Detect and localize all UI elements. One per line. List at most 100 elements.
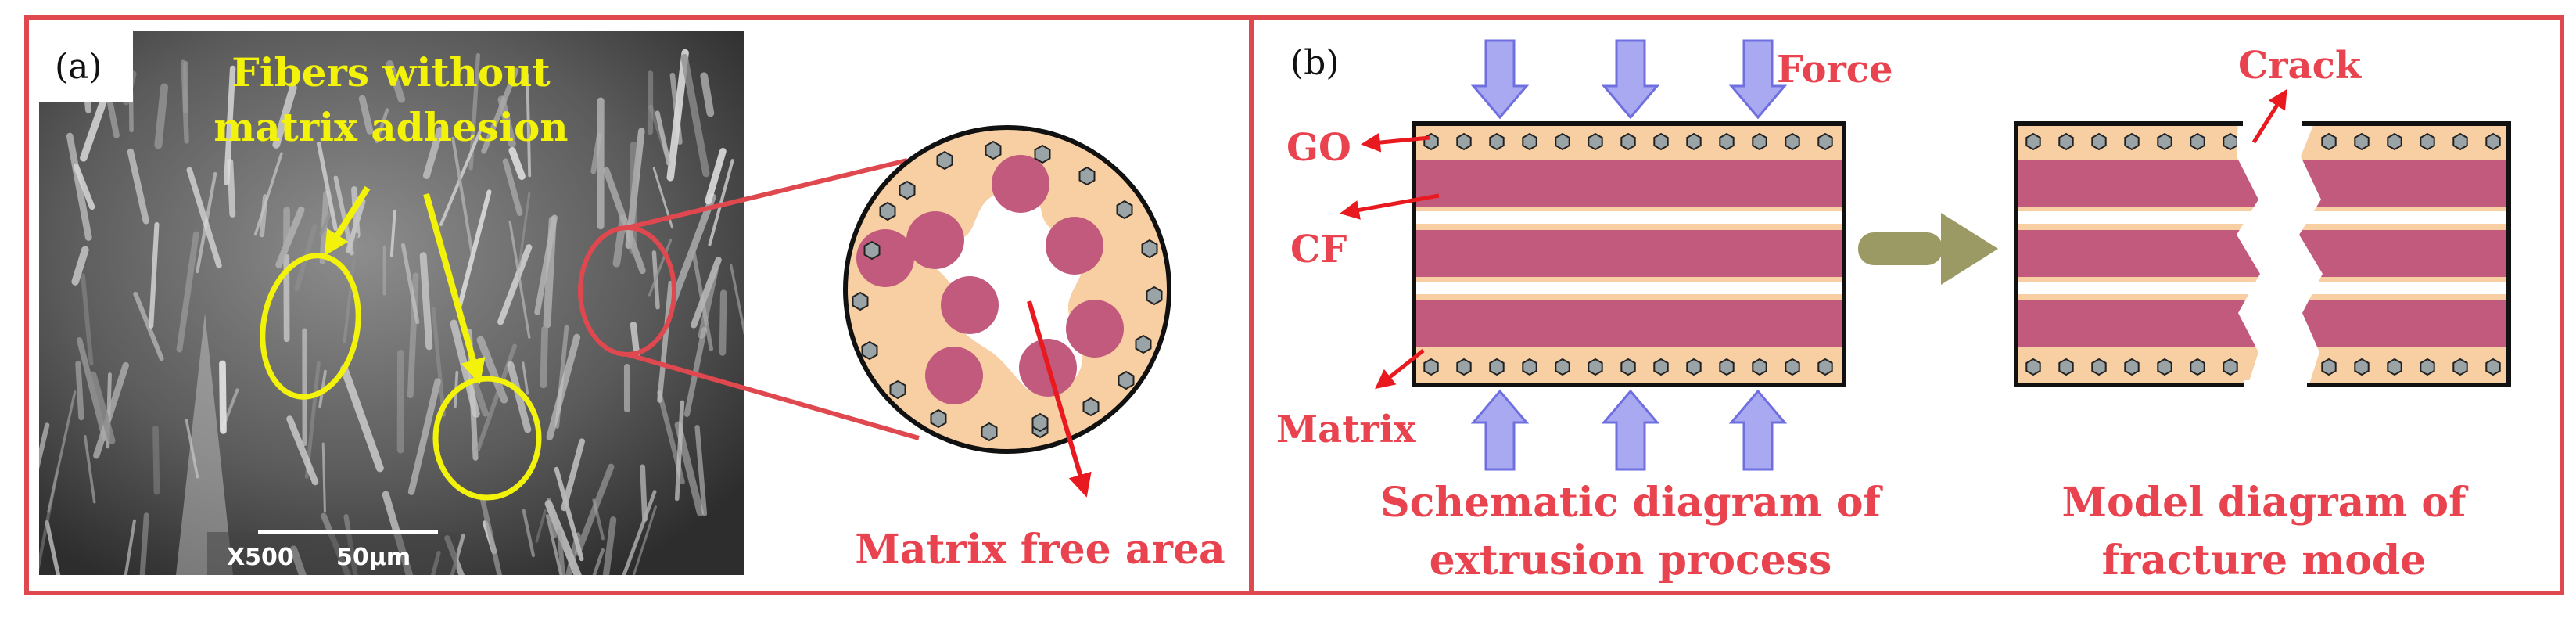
panel-a-label-box (39, 31, 133, 102)
cross-section-fiber (941, 276, 999, 334)
sem-fiber-streak (708, 159, 734, 246)
sem-fiber-streak (705, 148, 727, 205)
sem-fiber-streak (603, 167, 646, 275)
go-particle (2321, 358, 2337, 376)
sem-fiber-streak (407, 378, 441, 495)
go-particle (1034, 144, 1051, 164)
sem-fiber-streak (149, 221, 160, 329)
go-particle (2124, 358, 2140, 376)
sem-fiber-streak (333, 175, 354, 256)
sem-fiber-streak (219, 360, 227, 434)
sem-fiber-streak (400, 243, 420, 325)
fiber-layer (1414, 300, 1844, 347)
go-particle (1588, 358, 1603, 376)
process-arrow (1858, 213, 1998, 285)
sem-micrograph (39, 31, 744, 575)
go-particle (1082, 397, 1100, 417)
scale-magnification: X500 (227, 544, 294, 571)
sem-fiber-streak (139, 512, 149, 575)
highlight-ellipse-right (432, 376, 542, 501)
sem-fiber-streak (640, 464, 648, 522)
sem-fiber-streak (574, 463, 615, 556)
go-particle (2452, 358, 2468, 376)
sem-fiber-streak (71, 246, 89, 286)
zoom-line-top (626, 158, 908, 230)
sem-fiber-streak (75, 361, 84, 421)
go-particle (2354, 358, 2370, 376)
go-particle (1456, 132, 1472, 151)
fractured-composite (2014, 117, 2511, 391)
sem-fiber-streak (526, 73, 532, 178)
go-particle (2387, 132, 2402, 151)
sem-fiber-streak (508, 220, 531, 339)
crack-label: Crack (2238, 44, 2363, 88)
sem-fiber-streak (502, 158, 523, 216)
go-particle (1456, 358, 1472, 376)
crack-gap (2237, 117, 2323, 391)
matrix-free-area-arrow (1027, 300, 1092, 498)
go-particle (1817, 358, 1833, 376)
go-particle (1686, 358, 1702, 376)
sem-fiber-streak (185, 419, 199, 479)
sem-fiber-streak (152, 425, 160, 495)
sem-fiber-streak (655, 110, 672, 166)
caption-left-line-2: extrusion process (1430, 537, 1832, 584)
go-particle (1141, 239, 1158, 259)
sem-fiber-streak (80, 93, 109, 162)
go-particle (2420, 132, 2435, 151)
cross-section-diagram (843, 125, 1171, 454)
annotation-arrow-right (423, 192, 486, 385)
sem-fiber-streak (358, 95, 374, 135)
go-particle (2157, 358, 2172, 376)
go-particle (2124, 132, 2140, 151)
zoom-line-bottom (626, 352, 920, 440)
go-particle (2485, 358, 2501, 376)
sem-fiber-streak (565, 532, 581, 575)
sem-fiber-streak (522, 361, 529, 395)
go-particle (2420, 358, 2435, 376)
sem-fiber-streak (518, 192, 531, 268)
sem-fiber-streak (124, 519, 136, 575)
highlight-ellipse-left (260, 253, 361, 400)
cf-pointer (1340, 193, 1440, 220)
sem-fiber-streak (590, 132, 602, 174)
go-particle (981, 422, 998, 442)
sem-fiber-streak (451, 136, 474, 255)
sem-fiber-streak (669, 193, 716, 307)
caption-right-line-2: fracture mode (2102, 537, 2427, 584)
sem-fiber-streak (89, 371, 116, 444)
sem-fiber-streak (698, 268, 719, 340)
cross-section-outline (843, 125, 1171, 454)
sem-highlight (176, 313, 233, 575)
go-particle (2485, 132, 2501, 151)
go-particle (1555, 132, 1570, 151)
sem-fiber-streak (343, 232, 359, 343)
sem-fiber-streak (534, 214, 558, 315)
go-particle (2354, 132, 2370, 151)
caption-right-line-1: Model diagram of (2062, 479, 2470, 527)
force-arrow-up (1470, 389, 1530, 471)
scale-length: 50µm (336, 544, 411, 571)
sem-fiber-streak (479, 494, 503, 575)
sem-fiber-streak (319, 207, 334, 236)
crack-pointer (2251, 88, 2287, 144)
cross-section-fiber (1046, 217, 1103, 275)
go-particle (2223, 358, 2238, 376)
go-particle (2091, 358, 2107, 376)
sem-fiber-streak (431, 306, 446, 417)
annotation-arrow-left (324, 185, 371, 257)
go-particle (1752, 132, 1767, 151)
sem-fiber-streak (39, 422, 50, 469)
force-arrow-down (1728, 39, 1788, 120)
go-particle (1489, 132, 1505, 151)
sem-fiber-streak (592, 548, 605, 575)
sem-fiber-streak (272, 84, 297, 149)
sem-fiber-streak (729, 264, 744, 340)
sem-fiber-streak (674, 421, 704, 516)
go-particle (1135, 334, 1152, 354)
sem-fiber-streak (419, 252, 433, 351)
go-particle (1118, 370, 1135, 390)
sem-fiber-streak (407, 272, 419, 399)
go-particle (1785, 358, 1800, 376)
go-particle (1522, 132, 1537, 151)
